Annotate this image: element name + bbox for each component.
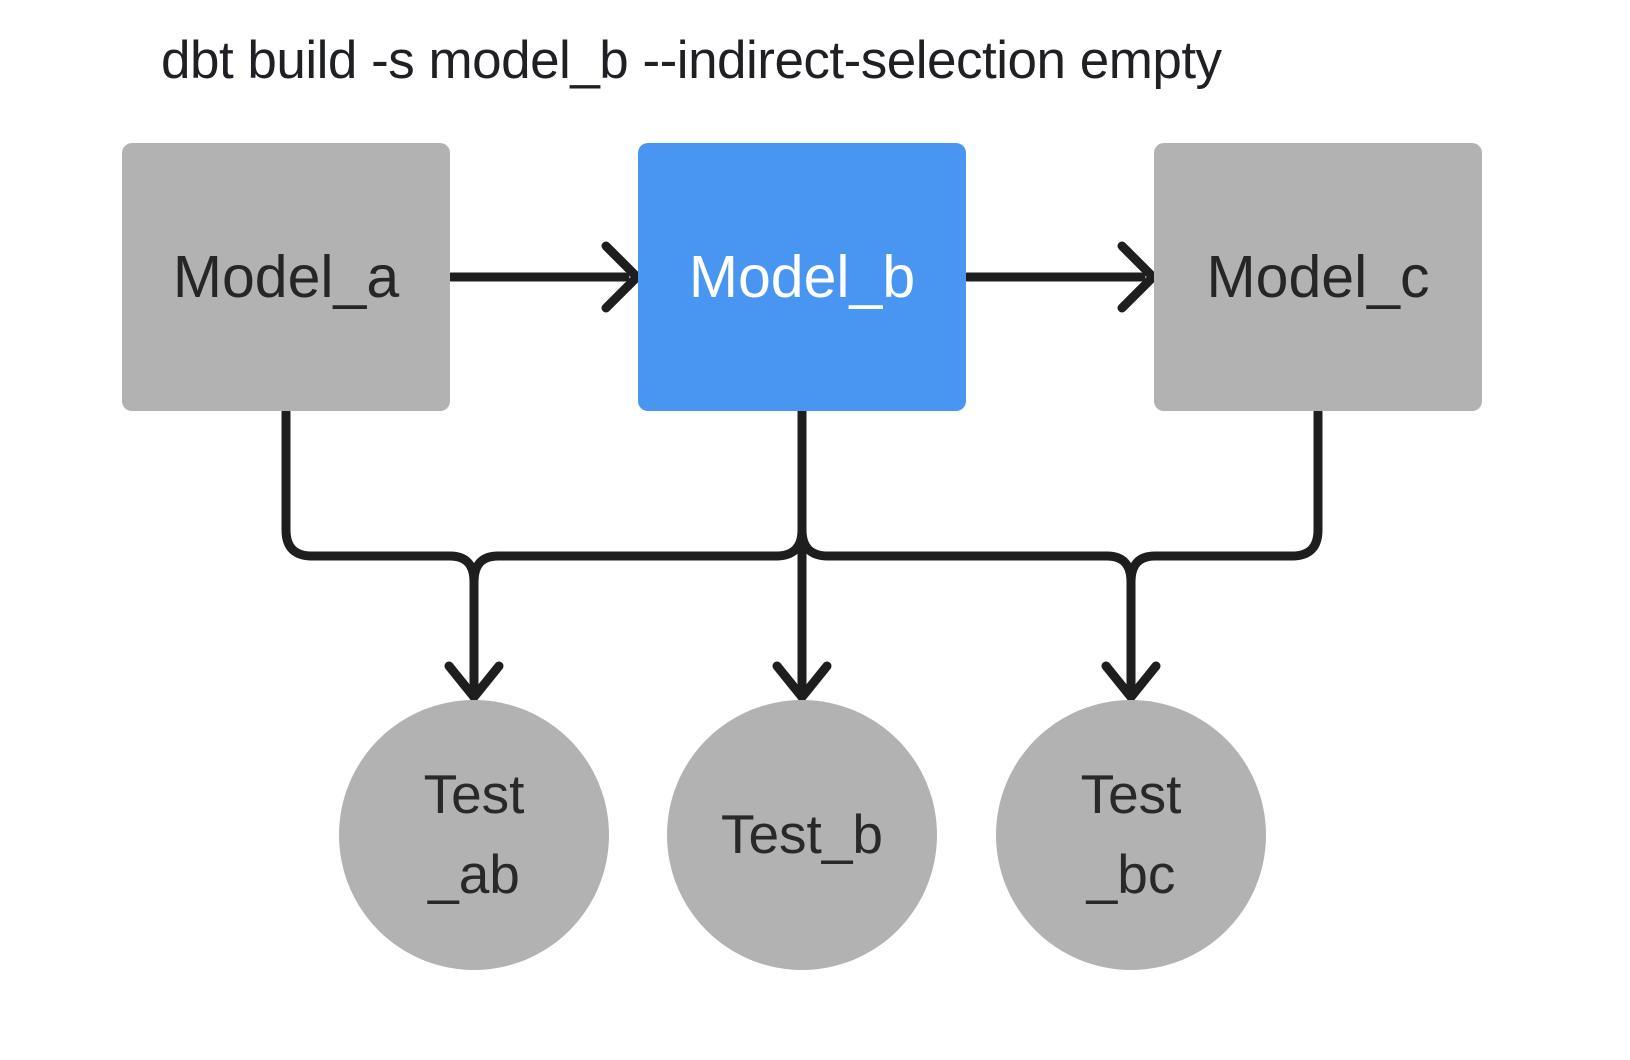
edge-model-a-to-test-ab — [281, 407, 479, 691]
node-test-b: Test_b — [667, 700, 937, 970]
node-test-b-label: Test_b — [720, 803, 884, 866]
node-test-bc: Test _bc — [996, 700, 1266, 970]
edge-model-b-to-test-ab — [469, 407, 807, 691]
node-test-bc-label: Test _bc — [1080, 763, 1182, 905]
node-model-c: Model_c — [1154, 143, 1482, 411]
command-title: dbt build -s model_b --indirect-selectio… — [161, 31, 1222, 90]
arrowhead-test-b-icon — [772, 661, 832, 702]
node-test-ab: Test _ab — [339, 700, 609, 970]
arrowhead-test-bc-icon — [1101, 661, 1161, 702]
node-test-ab-label: Test _ab — [423, 763, 525, 905]
arrowhead-model-b-icon — [601, 241, 642, 313]
edge-model-b-to-test-bc — [797, 407, 1136, 691]
node-model-b-label: Model_b — [688, 244, 916, 310]
node-model-a-label: Model_a — [172, 244, 400, 310]
arrowhead-model-c-icon — [1117, 241, 1158, 313]
node-model-b-selected: Model_b — [638, 143, 966, 411]
node-model-c-label: Model_c — [1206, 244, 1430, 310]
arrowhead-test-ab-icon — [444, 661, 504, 702]
edge-model-c-to-test-bc — [1126, 407, 1323, 691]
node-model-a: Model_a — [122, 143, 450, 411]
